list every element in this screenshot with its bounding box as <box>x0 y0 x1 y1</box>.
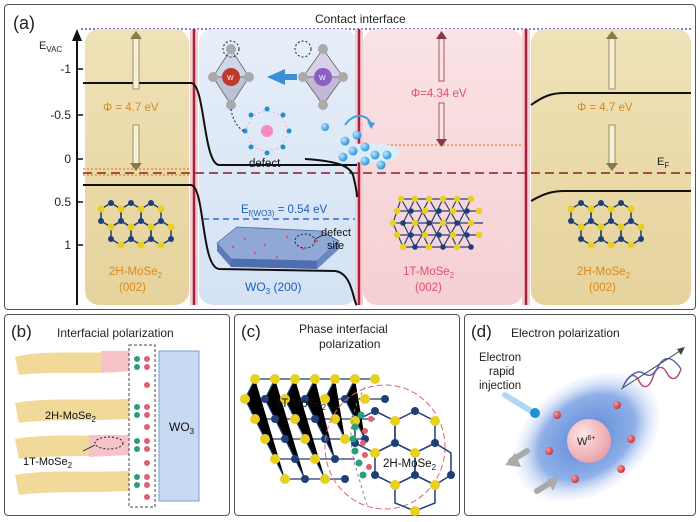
defect-label: defect <box>249 158 281 170</box>
mose2-sheets <box>15 351 129 495</box>
panel-c: (c) Phase interfacial polarization 1T-Mo… <box>234 314 460 516</box>
w-ion <box>567 419 611 463</box>
valence-band-curve <box>83 184 358 306</box>
panel-b-2h-label: 2H-MoSe2 <box>45 410 96 424</box>
injection-label-1: Electron <box>479 352 521 364</box>
phi-mid-label: Φ=4.34 eV <box>411 88 467 100</box>
y-axis-arrow <box>72 29 82 41</box>
panel-a-label: (a) <box>13 13 35 33</box>
lattice-2h-left <box>97 200 175 249</box>
tick-label: 0.5 <box>54 195 71 209</box>
octahedron-defect <box>208 40 254 110</box>
panel-b-highlight <box>94 436 124 450</box>
wo3-block-label: WO3 <box>169 420 195 436</box>
panel-d-title: Electron polarization <box>511 326 620 340</box>
tick-label: 1 <box>64 238 71 252</box>
panel-d-diagram: (d) Electron polarization W6+ Electron r… <box>471 322 685 502</box>
mat-right-plane: (002) <box>589 282 616 294</box>
panel-b-label: (b) <box>11 322 32 341</box>
wo3-ef-label: Ef(WO3) = 0.54 eV <box>241 204 328 218</box>
mat-right-label: 2H-MoSe2 <box>577 266 631 280</box>
surrounding-ions <box>545 401 635 483</box>
mat-mid-label: 1T-MoSe2 <box>403 266 455 280</box>
wo3-block <box>158 350 200 502</box>
phi-right-label: Φ = 4.7 eV <box>577 102 633 114</box>
w-ion-label-1: W <box>227 75 234 82</box>
injection-label-2: rapid <box>489 366 515 378</box>
panel-c-2h-label: 2H-MoSe2 <box>383 458 437 472</box>
charges <box>134 356 150 500</box>
mat-mid-plane: (002) <box>415 282 442 294</box>
panel-c-title-1: Phase interfacial <box>299 322 388 336</box>
lattice-2h-right <box>567 200 645 249</box>
octahedron-arrow <box>267 69 285 85</box>
panel-c-label: (c) <box>241 322 261 341</box>
octahedron-perfect <box>294 40 348 110</box>
panel-b: (b) Interfacial polarization WO3 2H-MoSe… <box>4 314 230 516</box>
polarization-arrows <box>505 448 559 494</box>
region-1t <box>363 29 523 305</box>
panel-c-title-2: polarization <box>319 337 380 351</box>
mat-left-label: 2H-MoSe2 <box>109 266 163 280</box>
panel-d-label: (d) <box>471 322 492 341</box>
panel-b-title: Interfacial polarization <box>57 326 174 340</box>
panel-d: (d) Electron polarization W6+ Electron r… <box>464 314 696 516</box>
tick-label: -0.5 <box>50 108 71 122</box>
phi-arrow-right <box>606 31 618 171</box>
panel-c-diagram: (c) Phase interfacial polarization 1T-Mo… <box>240 322 455 516</box>
defect-site-label-2: site <box>327 240 344 252</box>
charge-region <box>128 344 156 508</box>
w-ion-label: W6+ <box>577 435 595 448</box>
tick-label: -1 <box>60 62 71 76</box>
panel-a: (a) Contact interface EVAC -1 -0.5 0 0.5… <box>4 4 696 310</box>
wo3-band-bend <box>304 158 358 198</box>
em-wave-icon <box>620 347 685 390</box>
mat-left-plane: (002) <box>119 282 146 294</box>
y-ticks: -1 -0.5 0 0.5 1 <box>50 62 83 252</box>
panel-b-1t-label: 1T-MoSe2 <box>23 456 73 470</box>
wo3-slab <box>216 226 340 269</box>
electron-cluster <box>321 115 400 170</box>
panel-a-diagram: (a) Contact interface EVAC -1 -0.5 0 0.5… <box>13 12 691 306</box>
right-vb-curve <box>530 190 691 202</box>
panel-b-diagram: (b) Interfacial polarization WO3 2H-MoSe… <box>11 322 200 508</box>
panel-c-2h-lattice <box>350 407 455 516</box>
contact-interface-label: Contact interface <box>315 12 406 26</box>
ef-label: EF <box>657 156 669 170</box>
tick-label: 0 <box>64 152 71 166</box>
panel-c-1t-lattice <box>240 374 389 484</box>
mat-wo3-label: WO3 (200) <box>245 280 301 296</box>
evac-label: EVAC <box>39 40 62 54</box>
injection-label-3: injection <box>479 380 521 392</box>
phi-left-label: Φ = 4.7 eV <box>103 102 159 114</box>
panel-c-1t-label: 1T-MoSe2 <box>275 398 327 412</box>
conduction-band-curve <box>83 82 357 166</box>
lattice-1t-mid <box>389 195 483 251</box>
panel-c-interface-charges <box>349 386 374 506</box>
w-ion-label-2: W <box>319 75 326 82</box>
phi-arrow-mid <box>436 31 447 147</box>
defect-starburst <box>230 106 292 156</box>
defect-site-label-1: defect <box>321 227 351 239</box>
injected-electron <box>502 392 540 418</box>
right-cb-curve <box>530 92 691 106</box>
panel-c-2h-boundary <box>324 384 446 510</box>
phi-arrow-left <box>130 31 142 171</box>
